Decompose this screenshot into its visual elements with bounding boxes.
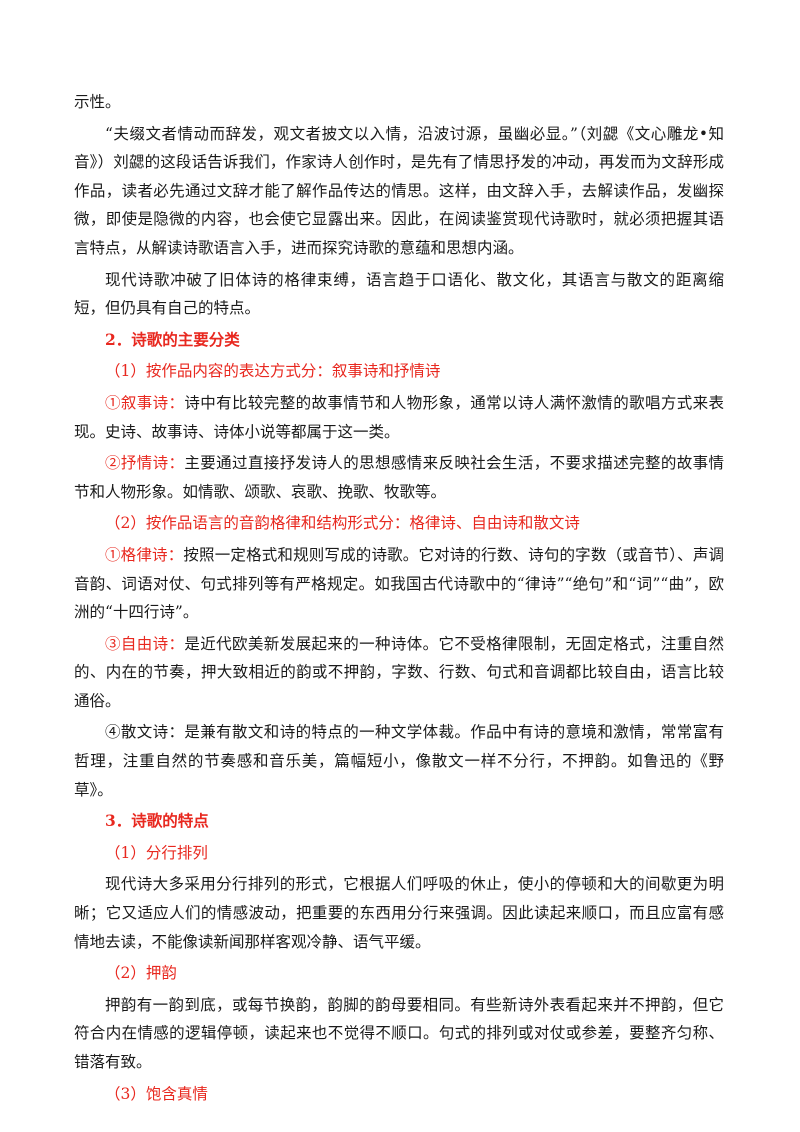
text-free-verse: 是近代欧美新发展起来的一种诗体。它不受格律限制，无固定格式，注重自然的、内在的节… <box>74 634 724 710</box>
item-lyric-poem: ②抒情诗：主要通过直接抒发诗人的思想感情来反映社会生活，不要求描述完整的故事情节… <box>74 449 724 506</box>
label-metrical-poem: ①格律诗： <box>105 545 184 564</box>
subheading-true-feeling: （3）饱含真情 <box>105 1084 208 1103</box>
subheading-rhyme: （2）押韵 <box>105 964 177 983</box>
text-lyric-poem: 主要通过直接抒发诗人的思想感情来反映社会生活，不要求描述完整的故事情节和人物形象… <box>74 454 724 501</box>
subheading-line-arrangement: （1）分行排列 <box>105 843 208 862</box>
paragraph-modern-poetry: 现代诗歌冲破了旧体诗的格律束缚，语言趋于口语化、散文化，其语言与散文的距离缩短，… <box>74 270 724 318</box>
subheading-by-content: （1）按作品内容的表达方式分：叙事诗和抒情诗 <box>105 362 441 381</box>
subheading-by-form: （2）按作品语言的音韵格律和结构形式分：格律诗、自由诗和散文诗 <box>105 514 580 533</box>
text-metrical-poem: 按照一定格式和规则写成的诗歌。它对诗的行数、诗句的字数（或音节）、声调音韵、词语… <box>74 545 724 622</box>
paragraph-line-arrangement: 现代诗大多采用分行排列的形式，它根据人们呼吸的休止，使小的停顿和大的间歇更为明晰… <box>74 875 724 951</box>
item-prose-poem: ④散文诗：是兼有散文和诗的特点的一种文学体裁。作品中有诗的意境和激情，常常富有哲… <box>74 723 724 799</box>
paragraph-continuation: 示性。 <box>74 93 121 111</box>
label-narrative-poem: ①叙事诗： <box>105 393 185 412</box>
document-page: 示性。 “夫缀文者情动而辞发，观文者披文以入情，沿波讨源，虽幽必显。”（刘勰《文… <box>74 88 724 1108</box>
item-narrative-poem: ①叙事诗：诗中有比较完整的故事情节和人物形象，通常以诗人满怀激情的歌唱方式来表现… <box>74 389 724 446</box>
item-free-verse: ③自由诗：是近代欧美新发展起来的一种诗体。它不受格律限制，无固定格式，注重自然的… <box>74 630 724 716</box>
text-narrative-poem: 诗中有比较完整的故事情节和人物形象，通常以诗人满怀激情的歌唱方式来表现。史诗、故… <box>74 393 724 441</box>
paragraph-quote: “夫缀文者情动而辞发，观文者披文以入情，沿波讨源，虽幽必显。”（刘勰《文心雕龙•… <box>74 124 724 257</box>
section-heading-classification: 2．诗歌的主要分类 <box>105 329 240 349</box>
item-metrical-poem: ①格律诗：按照一定格式和规则写成的诗歌。它对诗的行数、诗句的字数（或音节）、声调… <box>74 541 724 627</box>
label-lyric-poem: ②抒情诗： <box>105 454 185 473</box>
section-heading-features: 3．诗歌的特点 <box>105 811 209 831</box>
label-free-verse: ③自由诗： <box>105 634 185 653</box>
paragraph-rhyme: 押韵有一韵到底，或每节换韵，韵脚的韵母要相同。有些新诗外表看起来并不押韵，但它符… <box>74 995 724 1071</box>
